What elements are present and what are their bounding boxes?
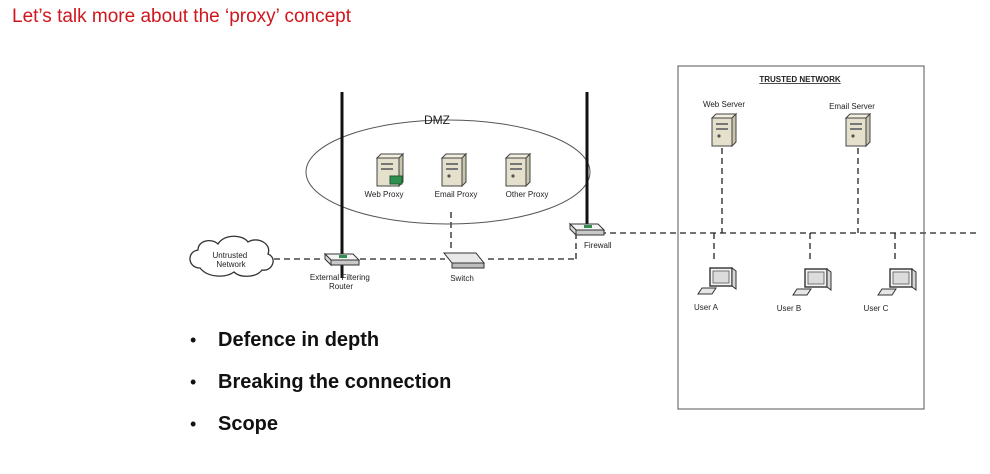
firewall: Firewall (569, 223, 612, 250)
external-router-label: External Filtering Router (310, 273, 372, 291)
web-proxy-label: Web Proxy (365, 190, 404, 199)
switch-icon (442, 252, 486, 264)
email-proxy-label: Email Proxy (435, 190, 478, 199)
bullet-defence-in-depth: Defence in depth (190, 326, 451, 368)
web-server-icon (711, 113, 737, 147)
other-proxy: Other Proxy (505, 153, 549, 199)
other-proxy-label: Other Proxy (506, 190, 549, 199)
web-proxy: Web Proxy (365, 153, 404, 199)
web-proxy-icon (376, 153, 404, 187)
user-b-label: User B (777, 304, 801, 313)
email-proxy: Email Proxy (435, 153, 478, 199)
user-a-label: User A (694, 303, 719, 312)
router-icon (324, 253, 360, 266)
bullet-list: Defence in depth Breaking the connection… (190, 326, 451, 452)
dmz-label: DMZ (424, 113, 450, 127)
bullet-scope: Scope (190, 410, 451, 452)
router-line-2: Router (329, 282, 353, 291)
user-b: User B (777, 268, 832, 313)
user-a: User A (694, 267, 737, 312)
switch: Switch (442, 252, 486, 283)
workstation-icon (877, 268, 917, 296)
external-filtering-router: External Filtering Router (310, 253, 372, 291)
untrusted-network-label: Untrusted Network (213, 251, 250, 269)
workstation-icon (697, 267, 737, 295)
workstation-icon (792, 268, 832, 296)
dmz-zone (305, 119, 591, 225)
user-c-label: User C (864, 304, 889, 313)
slide-title: Let’s talk more about the ‘proxy’ concep… (12, 6, 352, 27)
web-server-label: Web Server (703, 100, 745, 109)
router-line-1: External Filtering (310, 273, 370, 282)
bullet-breaking-the-connection: Breaking the connection (190, 368, 451, 410)
untrusted-line-1: Untrusted (213, 251, 248, 260)
firewall-label: Firewall (584, 241, 612, 250)
untrusted-line-2: Network (216, 260, 246, 269)
network-links (274, 148, 978, 262)
email-server: Email Server (829, 102, 875, 147)
web-server: Web Server (703, 100, 745, 147)
other-proxy-icon (505, 153, 531, 187)
switch-label: Switch (450, 274, 474, 283)
firewall-icon (569, 223, 605, 236)
email-proxy-icon (441, 153, 467, 187)
user-c: User C (864, 268, 917, 313)
email-server-icon (845, 113, 871, 147)
trusted-network-zone (677, 65, 925, 410)
cloud-icon (189, 235, 274, 277)
untrusted-network: Untrusted Network (189, 235, 274, 277)
trusted-network-label: TRUSTED NETWORK (759, 75, 841, 84)
email-server-label: Email Server (829, 102, 875, 111)
